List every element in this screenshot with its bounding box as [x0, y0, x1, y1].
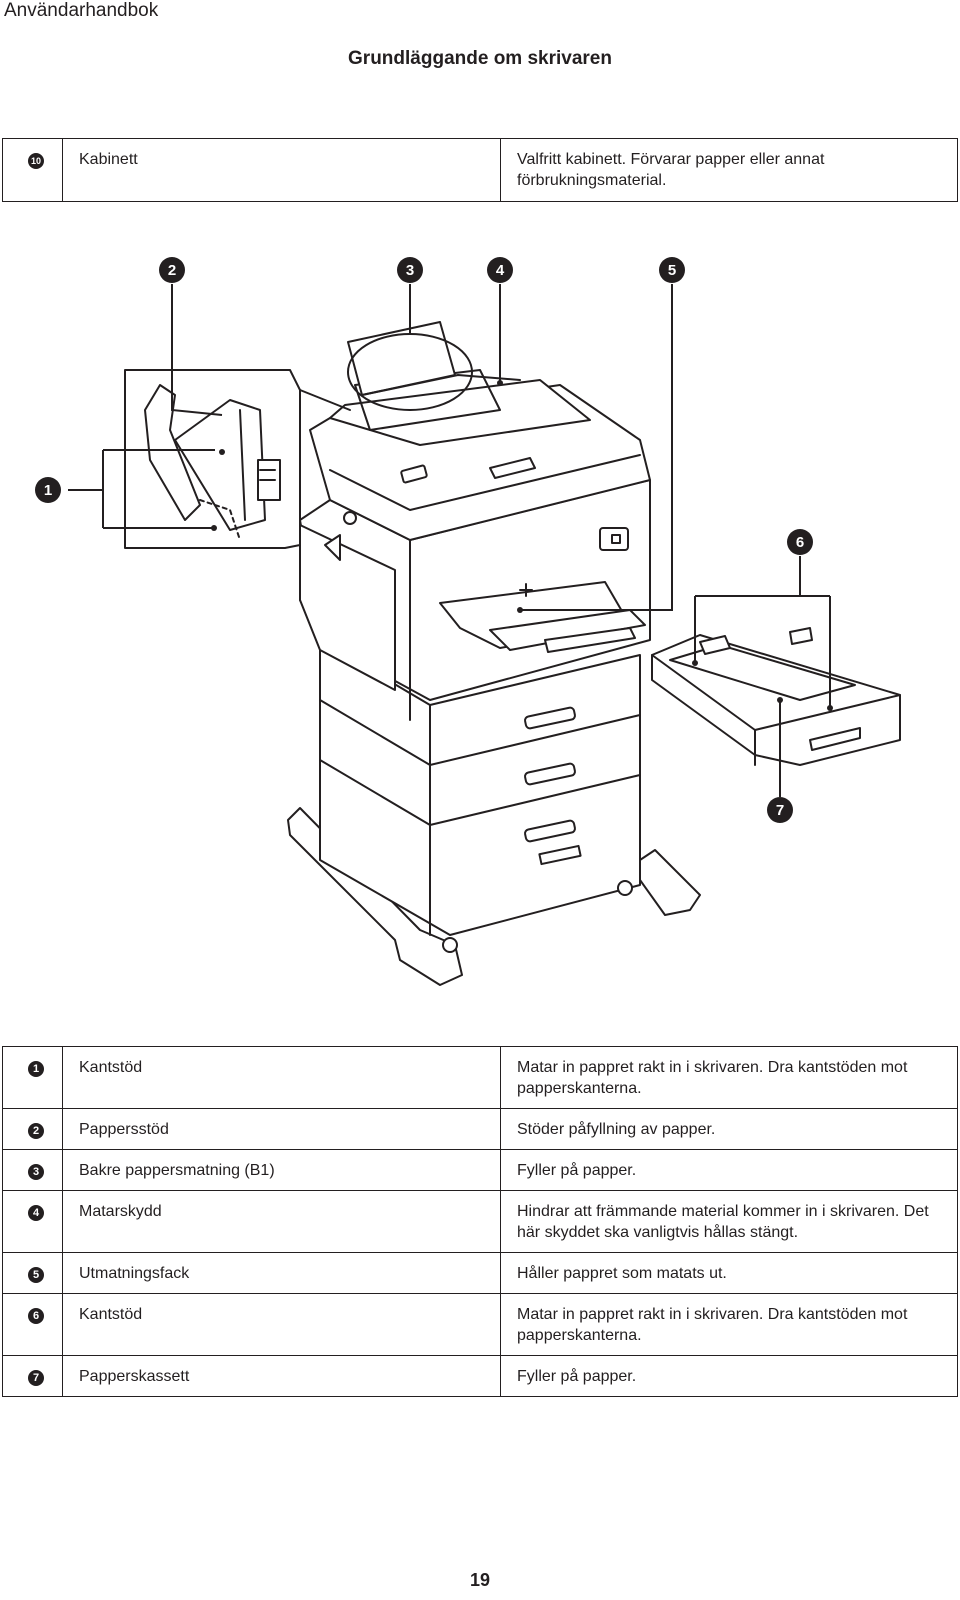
part-name: Papperskassett	[62, 1355, 501, 1397]
printer-illustration: 1 2 3 4 5 6 7	[35, 257, 901, 986]
svg-text:7: 7	[776, 802, 784, 819]
paper-support	[347, 321, 456, 396]
callout-6: 6	[787, 529, 813, 555]
callout-3: 3	[397, 257, 423, 283]
callout-number: 6	[28, 1308, 44, 1324]
callout-number: 1	[28, 1061, 44, 1077]
callout-number: 7	[28, 1370, 44, 1386]
svg-text:4: 4	[496, 262, 505, 279]
part-name: Kantstöd	[62, 1293, 501, 1356]
callout-number: 10	[28, 153, 44, 169]
part-description: Valfritt kabinett. Förvarar papper eller…	[500, 138, 958, 202]
section-title: Grundläggande om skrivaren	[348, 48, 612, 69]
callout-number: 2	[28, 1123, 44, 1139]
part-name: Bakre pappersmatning (B1)	[62, 1149, 501, 1191]
running-header: Användarhandbok	[4, 0, 159, 21]
part-name: Kantstöd	[62, 1046, 501, 1109]
part-name: Matarskydd	[62, 1190, 501, 1253]
svg-text:2: 2	[168, 262, 176, 279]
svg-text:5: 5	[668, 262, 676, 279]
part-description: Fyller på papper.	[500, 1355, 958, 1397]
part-description: Hindrar att främmande material kommer in…	[500, 1190, 958, 1253]
table-row: 1 Kantstöd Matar in pappret rakt in i sk…	[2, 1046, 958, 1109]
svg-text:6: 6	[796, 534, 804, 551]
callout-7: 7	[767, 797, 793, 823]
table-row: 2 Pappersstöd Stöder påfyllning av pappe…	[2, 1108, 958, 1150]
table-row: 6 Kantstöd Matar in pappret rakt in i sk…	[2, 1293, 958, 1356]
callout-5: 5	[659, 257, 685, 283]
part-description: Håller pappret som matats ut.	[500, 1252, 958, 1294]
scanner-button	[400, 464, 428, 484]
callout-number: 5	[28, 1267, 44, 1283]
table-row: 10 Kabinett Valfritt kabinett. Förvarar …	[2, 138, 958, 202]
part-name: Pappersstöd	[62, 1108, 501, 1150]
part-description: Matar in pappret rakt in i skrivaren. Dr…	[500, 1293, 958, 1356]
callout-number: 4	[28, 1205, 44, 1221]
svg-text:1: 1	[44, 482, 52, 499]
part-description: Matar in pappret rakt in i skrivaren. Dr…	[500, 1046, 958, 1109]
callout-4: 4	[487, 257, 513, 283]
part-name: Utmatningsfack	[62, 1252, 501, 1294]
parts-table-top: 10 Kabinett Valfritt kabinett. Förvarar …	[2, 138, 958, 202]
svg-text:3: 3	[406, 262, 414, 279]
foot-right	[639, 849, 701, 916]
part-description: Fyller på papper.	[500, 1149, 958, 1191]
page-number: 19	[469, 1570, 491, 1590]
front-door	[299, 524, 396, 691]
table-row: 7 Papperskassett Fyller på papper.	[2, 1355, 958, 1397]
part-description: Stöder påfyllning av papper.	[500, 1108, 958, 1150]
callout-1: 1	[35, 477, 61, 503]
parts-legend-table: 1 Kantstöd Matar in pappret rakt in i sk…	[2, 1046, 958, 1397]
table-row: 3 Bakre pappersmatning (B1) Fyller på pa…	[2, 1149, 958, 1191]
drawer-handle	[524, 706, 576, 730]
wheel	[442, 937, 458, 953]
table-row: 4 Matarskydd Hindrar att främmande mater…	[2, 1190, 958, 1253]
callout-2: 2	[159, 257, 185, 283]
part-name: Kabinett	[62, 138, 501, 202]
table-row: 5 Utmatningsfack Håller pappret som mata…	[2, 1252, 958, 1294]
callout-number: 3	[28, 1164, 44, 1180]
